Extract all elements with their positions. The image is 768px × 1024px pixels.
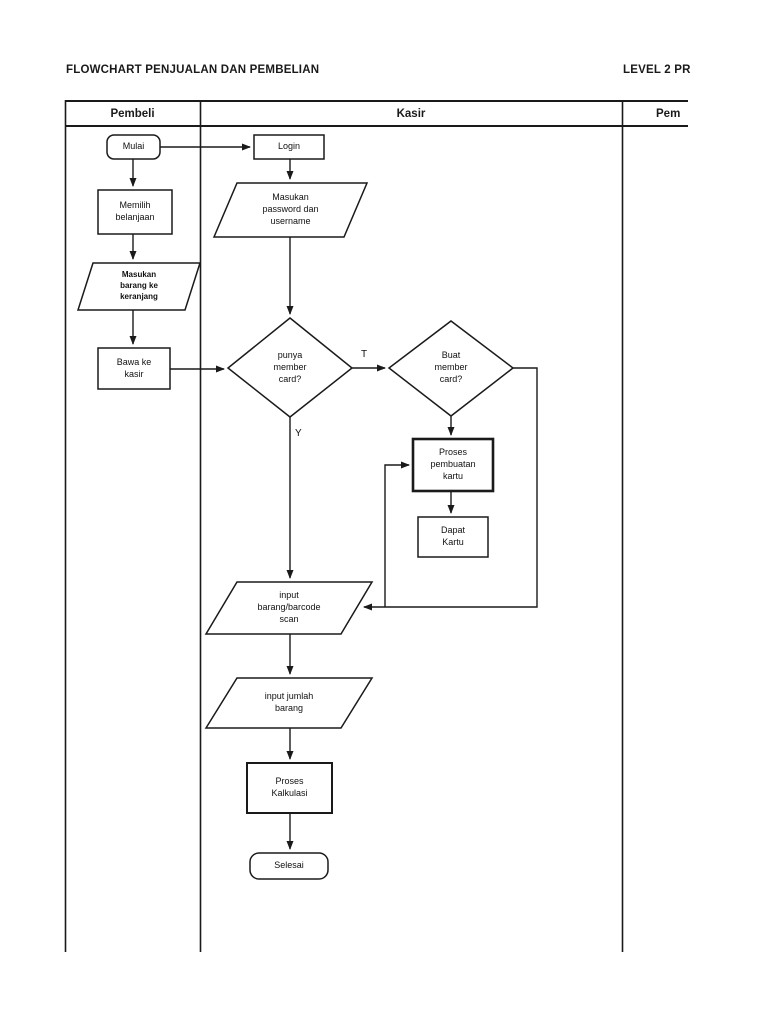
proses-pembuatan-label: Proses pembuatan kartu (430, 447, 476, 481)
buat-member-card-label: Buat member card? (434, 350, 468, 384)
page-title: FLOWCHART PENJUALAN DAN PEMBELIAN (66, 64, 320, 76)
input-barcode-label: input barang/barcode scan (257, 590, 321, 624)
input-barcode-parallelogram (204, 581, 374, 635)
arrow-loop-branch-to-proses-pembuatan (384, 461, 410, 607)
input-jumlah-label: input jumlah barang (264, 691, 314, 713)
selesai-label: Selesai (274, 860, 304, 871)
masukan-barang-label: Masukan barang ke keranjang (120, 270, 158, 301)
arrow-buat-member-loop-to-input-barcode (363, 367, 538, 611)
login-process-box (253, 134, 325, 160)
mulai-label: Mulai (122, 141, 145, 152)
input-jumlah-parallelogram (204, 677, 374, 729)
lane-header-pemilik: Pem (656, 108, 681, 120)
proses-pembuatan-kartu-box (411, 437, 495, 493)
login-label: Login (277, 141, 301, 152)
proses-kalkulasi-label: Proses Kalkulasi (271, 776, 308, 798)
masukan-password-label: Masukan password dan username (262, 192, 319, 226)
lane-header-kasir: Kasir (396, 108, 426, 120)
masukan-barang-parallelogram (76, 262, 202, 311)
branch-label-tidak: T (361, 349, 368, 360)
memilih-belanjaan-box (97, 189, 173, 235)
selesai-terminator (249, 852, 329, 880)
dapat-kartu-label: Dapat Kartu (440, 525, 466, 547)
masukan-password-parallelogram (212, 182, 369, 238)
punya-member-card-label: punya member card? (273, 350, 307, 384)
memilih-belanjaan-label: Memilih belanjaan (115, 200, 155, 222)
page-level-label: LEVEL 2 PR (623, 64, 691, 76)
lane-header-pembeli: Pembeli (110, 108, 155, 120)
bawa-ke-kasir-label: Bawa ke kasir (116, 356, 152, 379)
branch-label-ya: Y (295, 428, 302, 439)
dapat-kartu-box (417, 516, 489, 558)
swimlane-table (64, 100, 688, 952)
